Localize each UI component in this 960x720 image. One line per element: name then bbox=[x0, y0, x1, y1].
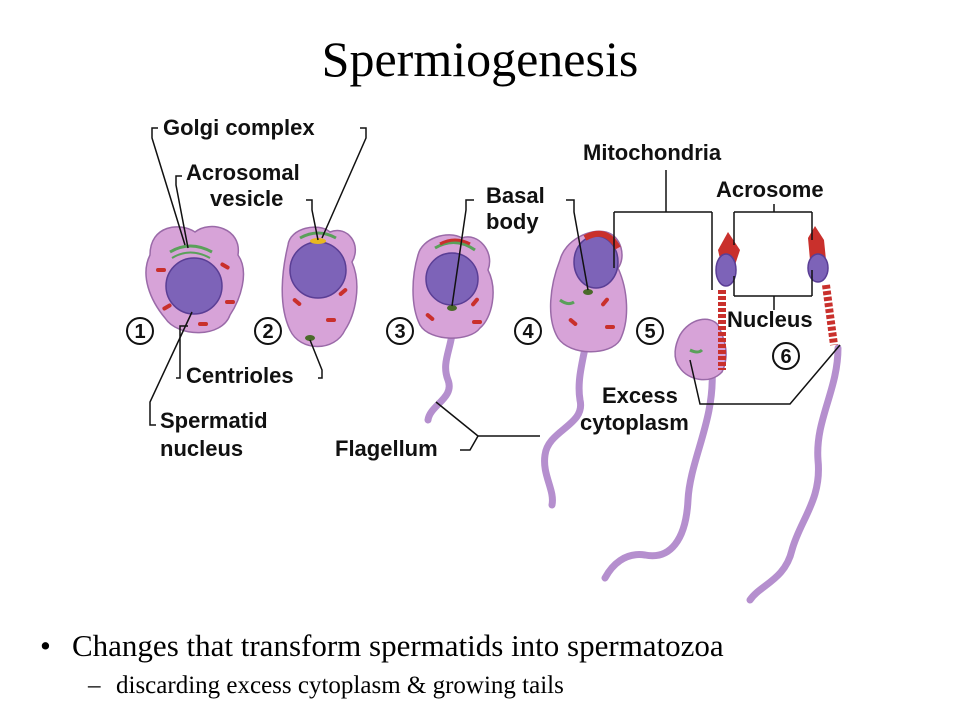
label-golgi-complex: Golgi complex bbox=[163, 115, 315, 140]
label-mitochondria: Mitochondria bbox=[583, 140, 722, 165]
bullet-list: •Changes that transform spermatids into … bbox=[40, 628, 940, 700]
stage-badge-3: 3 bbox=[386, 317, 414, 345]
stage-1-cell bbox=[145, 225, 245, 334]
leader-lines bbox=[149, 127, 841, 451]
label-basal-line2: body bbox=[486, 209, 539, 234]
stage-2-cell bbox=[281, 226, 358, 348]
stage-5-nucleus bbox=[715, 253, 737, 287]
label-acrosome: Acrosome bbox=[716, 177, 824, 202]
label-excess-line1: Excess bbox=[602, 383, 678, 408]
stage-3-cell bbox=[412, 234, 494, 424]
label-excess-line2: cytoplasm bbox=[580, 410, 689, 435]
label-spermatid-line1: Spermatid bbox=[160, 408, 268, 433]
stage-1-nucleus bbox=[165, 257, 223, 315]
stage-3-nucleus bbox=[425, 252, 479, 306]
label-spermatid-line2: nucleus bbox=[160, 436, 243, 461]
stage-5-cell bbox=[601, 232, 740, 582]
label-basal-line1: Basal bbox=[486, 183, 545, 208]
label-centrioles: Centrioles bbox=[186, 363, 294, 388]
stage-badge-5: 5 bbox=[636, 317, 664, 345]
svg-text:6: 6 bbox=[780, 346, 791, 368]
stage-6-cell bbox=[746, 226, 842, 604]
stage-badge-1: 1 bbox=[126, 317, 154, 345]
svg-text:1: 1 bbox=[134, 321, 145, 343]
bullet-sub: –discarding excess cytoplasm & growing t… bbox=[88, 672, 564, 699]
bullet-main: •Changes that transform spermatids into … bbox=[40, 628, 724, 663]
stage-4-nucleus bbox=[573, 235, 619, 289]
svg-text:3: 3 bbox=[394, 321, 405, 343]
svg-text:4: 4 bbox=[522, 321, 534, 343]
stage-badge-2: 2 bbox=[254, 317, 282, 345]
label-nucleus: Nucleus bbox=[727, 307, 813, 332]
bullet-sub-text: discarding excess cytoplasm & growing ta… bbox=[116, 672, 564, 699]
label-flagellum: Flagellum bbox=[335, 436, 438, 461]
stage-badge-4: 4 bbox=[514, 317, 542, 345]
stage-6-nucleus bbox=[807, 253, 829, 283]
stage-4-cell bbox=[541, 230, 628, 509]
stage-2-nucleus bbox=[289, 241, 347, 299]
svg-text:2: 2 bbox=[262, 321, 273, 343]
label-acrosomal-line1: Acrosomal bbox=[186, 160, 300, 185]
page-title: Spermiogenesis bbox=[321, 31, 639, 87]
stage-badge-6: 6 bbox=[772, 342, 800, 370]
bullet-main-text: Changes that transform spermatids into s… bbox=[72, 628, 724, 663]
svg-text:5: 5 bbox=[644, 321, 655, 343]
label-acrosomal-line2: vesicle bbox=[210, 186, 283, 211]
